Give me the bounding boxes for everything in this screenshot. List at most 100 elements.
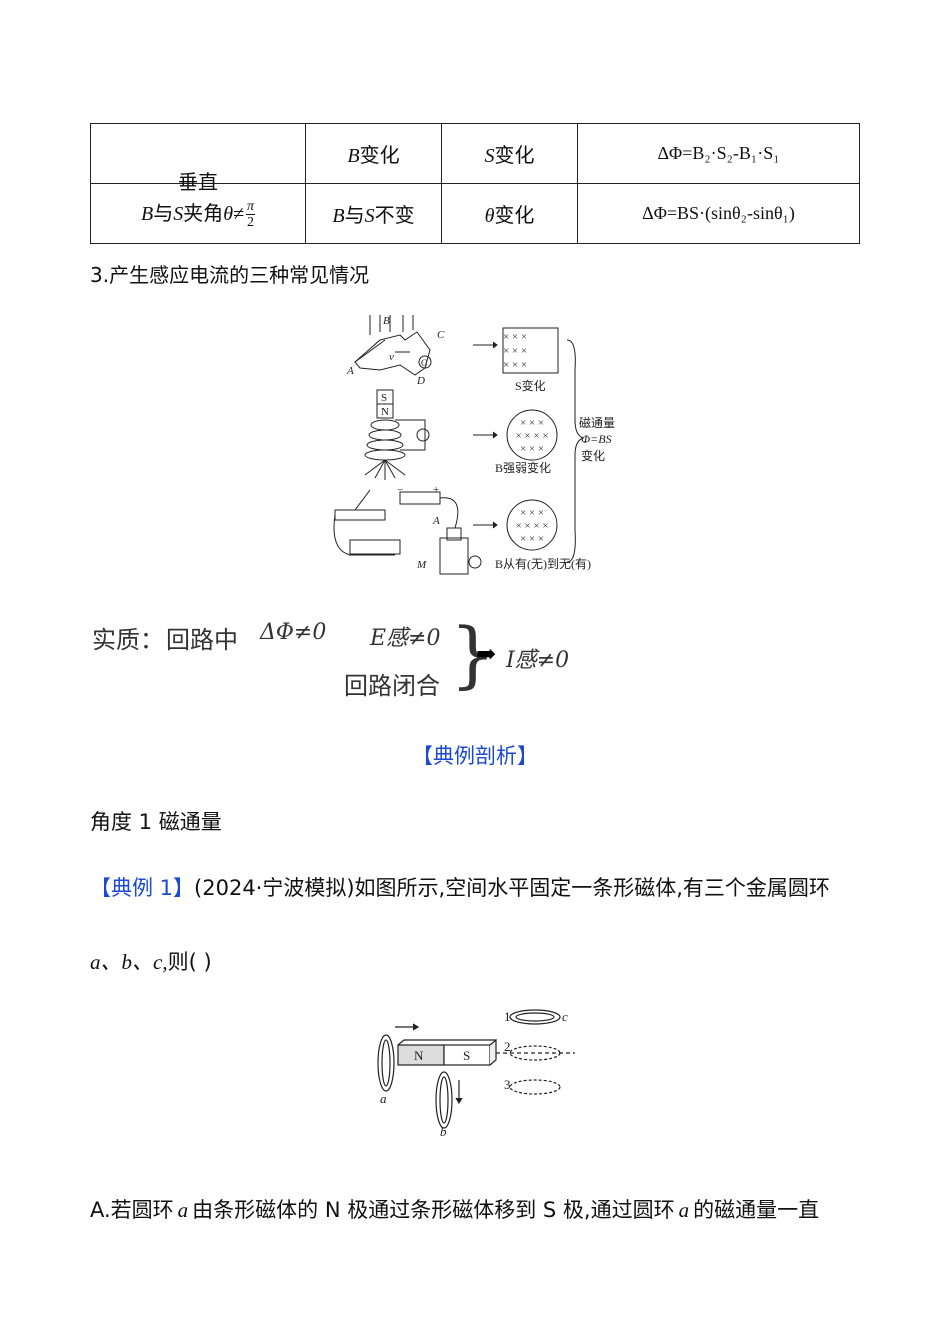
ring-position-3 [509,1079,561,1095]
label-3: 3 [504,1077,511,1092]
coil-m [439,537,469,575]
essence-emf: E感≠0 [370,626,441,651]
frac-numerator: π [246,199,256,215]
theta-neq: θ≠ [223,203,244,225]
example-1-text: (2024·宁波模拟)如图所示,空间水平固定一条形磁体,有三个金属圆环 [194,876,830,900]
label-minus: − [397,484,403,496]
frac-denominator: 2 [247,215,254,230]
brace-label-formula: Φ=BS [581,432,612,446]
var-s: S [173,203,184,225]
circuit-loop [354,331,431,376]
brace-label-change: 变化 [581,448,605,463]
rheostat [349,539,401,555]
example-1-tag: 【典例 1】 [90,876,195,900]
ring-a [377,1034,395,1092]
s-change-text: 变化 [494,143,535,167]
label-1: 1 [504,1009,511,1024]
text-angle: 夹角 [183,201,224,225]
var-b: B [347,145,360,167]
section-3-heading: 3.产生感应电流的三种常见情况 [90,263,370,287]
sliding-rod [354,339,386,363]
theta-change-text: 变化 [494,203,535,227]
flux-region-s [502,327,559,374]
answer-blank: 则( ) [167,950,212,974]
svg-text:× × ×: × × × [520,507,544,519]
formula-text-1: ΔΦ=B₂·S₂-B₁·S₁ [657,143,780,163]
option-a-prefix: A.若圆环 [90,1198,174,1222]
label-a: A [346,365,354,377]
essence-loop: 回路中 [166,626,238,654]
var-s: S [364,205,375,227]
induced-current-cases-figure: × × ×× × ×× × × × × ×× × × ×× × × × × ××… [333,315,615,575]
label-plus: + [433,484,439,496]
essence-loop-closed: 回路闭合 [344,672,440,700]
option-a-mid: 由条形磁体的 N 极通过条形磁体移到 S 极,通过圆环 [192,1198,675,1222]
flux-region-b [506,409,558,461]
ring-var: a [177,1198,189,1222]
perpendicular-label: 垂直 [178,170,218,194]
label-s: S [381,392,387,404]
label-s: S [463,1048,470,1063]
caption-s-change: S变化 [515,378,546,393]
example-1-line2: a、b、c,则( ) [90,946,212,976]
svg-text:× × ×: × × × [503,331,527,343]
svg-text:× × ×: × × × [503,345,527,357]
table-formula-2: ΔΦ=BS·(sinθ₂-sinθ₁) [577,183,860,244]
essence-block: 实质： 回路中 ΔΦ≠0 E感≠0 回路闭合 } ➡ I感≠0 [92,618,592,700]
b-change-text: 变化 [359,143,400,167]
svg-text:× × ×: × × × [503,359,527,371]
ring-c [509,1009,561,1025]
example-analysis-title: 【典例剖析】 [412,744,538,768]
svg-text:× × × ×: × × × × [515,430,548,442]
label-b: b [440,1124,447,1139]
essence-label: 实质： [92,626,164,654]
table-cell-theta-change: θ变化 [441,183,578,244]
galvanometer-icon [418,355,432,369]
brace-label-flux: 磁通量 [579,415,615,430]
text-with: 与 [344,203,365,227]
text-constant: 不变 [374,203,415,227]
label-d: D [416,375,425,387]
switch-base [334,509,386,521]
arrow-right-icon: ➡ [476,640,497,668]
label-n: N [414,1048,424,1063]
formula-text-2: ΔΦ=BS·(sinθ₂-sinθ₁) [642,203,795,223]
flux-region-b2 [506,499,558,551]
label-g: G [421,358,428,368]
option-a-tail: 的磁通量一直 [693,1198,820,1222]
magnet-n-pole [376,403,394,419]
svg-text:× × ×: × × × [520,417,544,429]
label-n: N [381,406,389,418]
table-cell-b-change: B变化 [305,123,442,184]
label-v: v [389,351,394,363]
curly-brace [566,339,585,563]
label-2: 2 [504,1039,511,1054]
caption-b-change: B强弱变化 [495,460,551,475]
var-theta: θ [484,205,495,227]
table-cell-bs-constant: B与S不变 [305,183,442,244]
ring-b [435,1071,453,1129]
var-b: B [140,203,154,225]
table-cell-perpendicular: 垂直 [90,123,306,194]
essence-result: I感≠0 [506,648,570,673]
label-c: C [437,329,445,341]
ring-var: a [678,1198,690,1222]
svg-text:× × ×: × × × [520,443,544,455]
table-formula-1: ΔΦ=B₂·S₂-B₁·S₁ [577,123,860,184]
magnet-rings-figure: N S a b c 1 2 3 [377,1009,575,1139]
essence-delta-phi: ΔΦ≠0 [260,620,327,645]
table-row: 垂直 B变化 S变化 ΔΦ=B₂·S₂-B₁·S₁ [90,123,860,194]
galvanometer-icon [468,555,482,569]
label-m: M [416,559,427,571]
brace-icon: } [450,612,496,696]
label-b: B [383,315,390,327]
svg-text:× × × ×: × × × × [515,520,548,532]
label-a2: A [432,515,440,527]
galvanometer-icon [416,428,430,442]
angle-title: 角度 1 磁通量 [90,810,222,834]
